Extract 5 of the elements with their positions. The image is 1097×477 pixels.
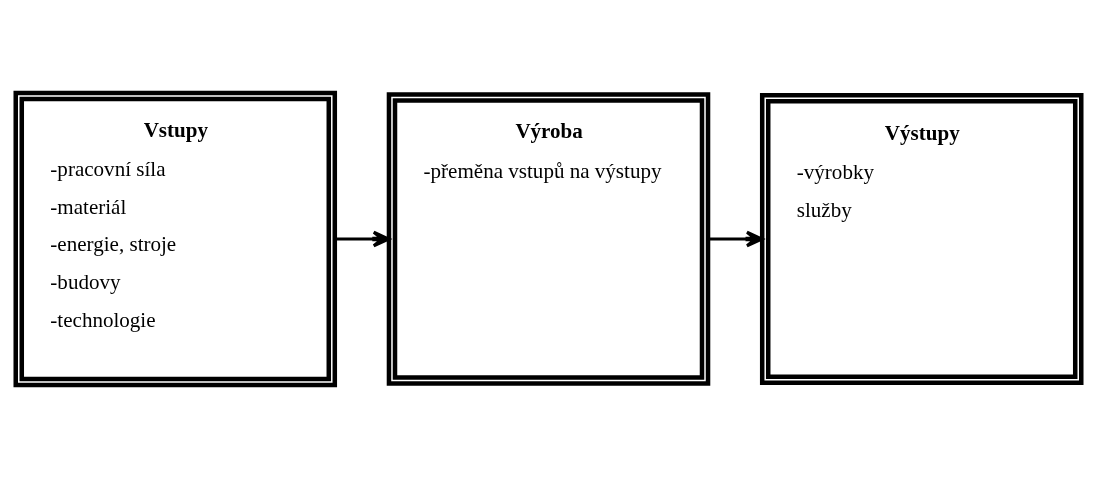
node-box: Výstupy -výrobky služby: [759, 92, 1084, 385]
arrow: [708, 230, 764, 247]
node-box: Výroba -přeměna vstupů na výstupy: [386, 91, 711, 386]
node-box: Vstupy -pracovní síla -materiál -energie, stroje -budovy -technologie: [13, 90, 338, 387]
arrow: [334, 230, 391, 247]
